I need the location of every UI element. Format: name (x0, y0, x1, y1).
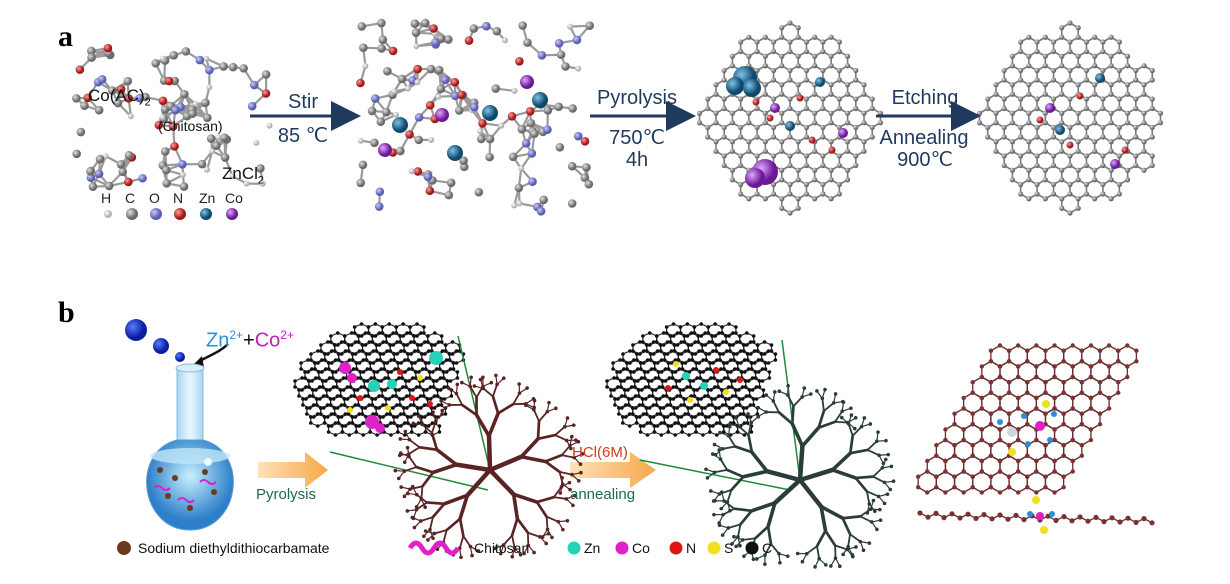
legend-a-label-h: H (101, 190, 112, 206)
step-pyrolysis-label: Pyrolysis (596, 87, 677, 109)
legend-b-dot-c (745, 541, 759, 555)
zoom-line-1 (457, 335, 491, 471)
legend-b-dot-n (669, 541, 683, 555)
step-stir-label: Stir (288, 91, 318, 113)
legend-a-label-o: O (149, 190, 160, 206)
hcl-label: HCl(6M) (572, 444, 628, 461)
legend-ball-o (150, 208, 162, 220)
legend-b-dot-zn (567, 541, 581, 555)
stirred-complex-molecule (356, 18, 594, 216)
legend-a-label-zn: Zn (199, 190, 216, 206)
sodium-legend-dot (117, 541, 131, 555)
doped-graphene-sheet-b2 (605, 322, 778, 437)
ions-label: Zn2++Co2+ (206, 328, 294, 352)
legend-a-label-n: N (173, 190, 184, 206)
single-atom-site-model-top (915, 343, 1139, 495)
legend-b-dot-s (707, 541, 721, 555)
sodium-legend-label: Sodium diethyldithiocarbamate (138, 540, 330, 556)
carbon-framework-tree-1 (393, 373, 585, 560)
legend-ball-h (104, 210, 112, 218)
panel-b-label: b (58, 296, 75, 329)
annealing-arrow-b (570, 452, 656, 488)
reagent-chitosan: (Chitosan) (158, 118, 223, 134)
pyrolysis-label-b: Pyrolysis (256, 486, 317, 503)
legend-ball-n (174, 208, 186, 220)
legend-ball-co (226, 208, 238, 220)
chitosan-precursor-molecule (72, 43, 273, 191)
reagent-zn: ZnCl2 (222, 164, 265, 187)
step-etching-label: Etching (891, 87, 959, 109)
carbon-framework-tree-2 (704, 383, 896, 569)
zoom-line-4 (639, 459, 791, 491)
single-atom-site-model-side (917, 496, 1155, 534)
step-stir-temp: 85 ℃ (277, 125, 329, 147)
reagent-co: Co(AC)2 (88, 86, 151, 109)
panel-a-label: a (58, 20, 73, 53)
pyrolysed-graphene-sheet (696, 20, 884, 216)
chitosan-legend-label: Chitosan (474, 540, 530, 556)
annealing-label-b: annealing (570, 486, 636, 503)
step-annealing-label: Annealing (879, 127, 969, 149)
step-annealing-temp: 900℃ (897, 149, 953, 171)
atom-legend-a (104, 208, 238, 220)
legend-b-label-zn: Zn (584, 540, 601, 556)
atom-legend-b (567, 541, 759, 555)
ion-drop-large (125, 319, 147, 341)
legend-ball-zn (200, 208, 212, 220)
legend-ball-c (126, 208, 138, 220)
step-pyrolysis-time: 4h (625, 149, 649, 171)
chitosan-legend-icon (407, 540, 461, 556)
round-bottom-flask-icon (146, 363, 234, 531)
legend-a-label-co: Co (225, 190, 243, 206)
legend-b-label-c: C (762, 540, 773, 556)
zoom-line-3 (781, 339, 801, 481)
legend-b-dot-co (615, 541, 629, 555)
legend-a-label-c: C (125, 190, 136, 206)
legend-b-label-s: S (724, 540, 734, 556)
doped-graphene-sheet-b1 (293, 322, 466, 437)
ion-drop-small (175, 352, 185, 362)
step-pyrolysis-temp: 750℃ (609, 127, 665, 149)
ion-drop-medium (153, 338, 169, 354)
zoom-line-2 (329, 451, 489, 491)
legend-b-label-n: N (686, 540, 697, 556)
pyrolysis-arrow-b (258, 452, 328, 488)
etched-graphene-sheet (976, 20, 1164, 216)
legend-b-label-co: Co (632, 540, 650, 556)
